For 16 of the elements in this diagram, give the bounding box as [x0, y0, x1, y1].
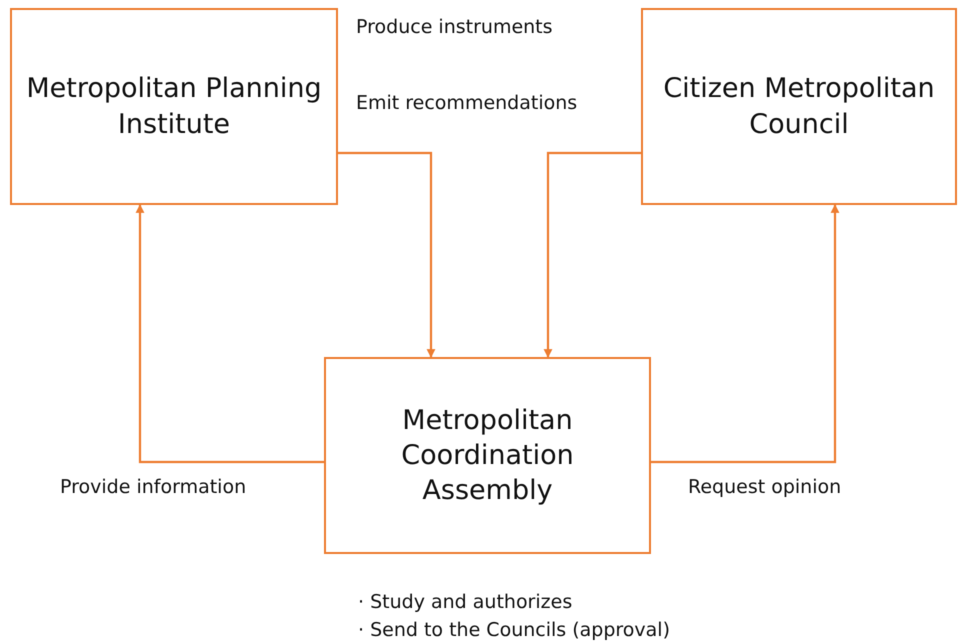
arrow: [544, 152, 641, 358]
list-item: · Study and authorizes: [358, 591, 572, 613]
annotation-text: Produce instruments: [356, 16, 553, 38]
arrow: [338, 152, 436, 358]
box-label: Citizen Metropolitan Council: [662, 72, 936, 142]
box-label: Metropolitan Coordination Assembly: [400, 404, 575, 508]
box-label: Metropolitan Planning Institute: [25, 72, 323, 142]
edge-label: Request opinion: [688, 476, 842, 498]
list-item: · Send to the Councils (approval): [358, 619, 670, 641]
edge-label: Provide information: [60, 476, 246, 498]
process-box: [10, 8, 338, 205]
annotation-text: Emit recommendations: [356, 92, 578, 114]
arrow: [651, 204, 840, 464]
arrow: [136, 204, 324, 464]
process-box: [641, 8, 957, 205]
process-box: [324, 357, 651, 554]
